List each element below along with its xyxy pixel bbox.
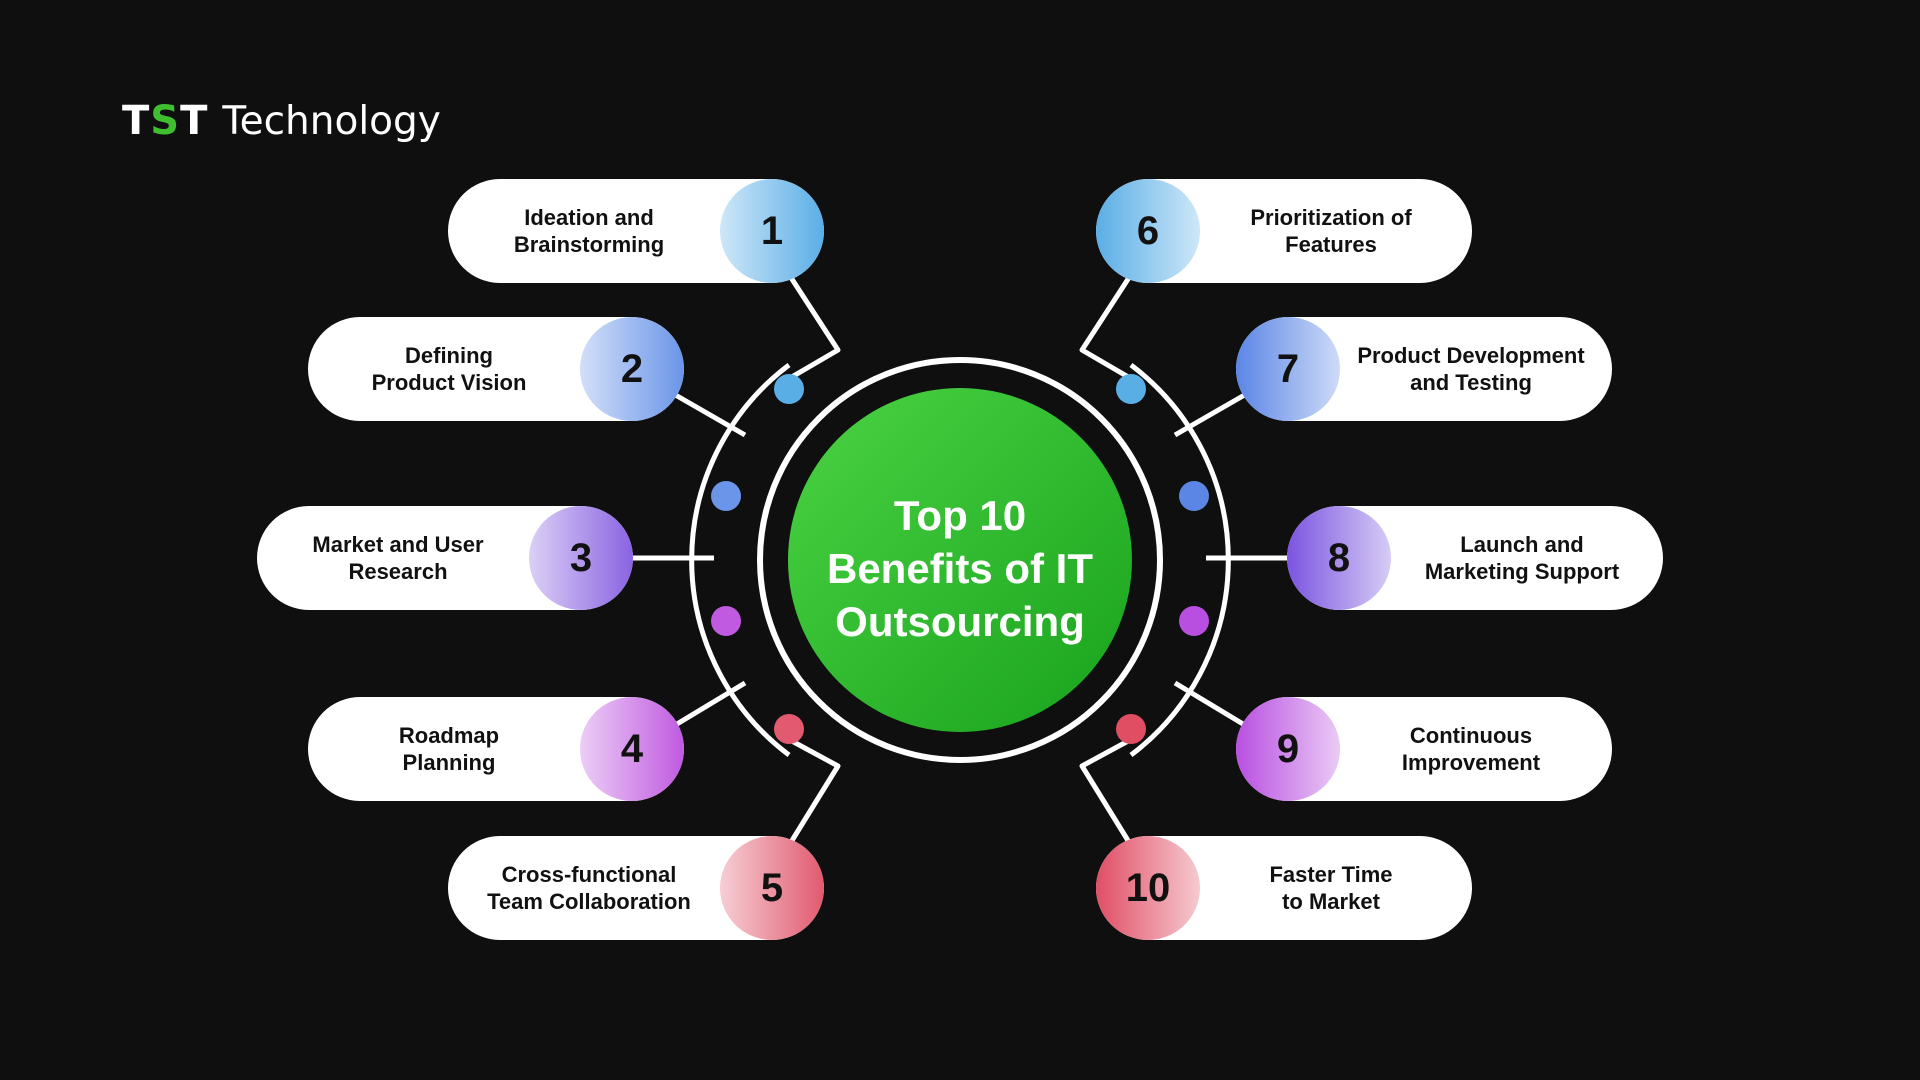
connector-9 bbox=[1173, 680, 1250, 730]
benefit-number-badge: 8 bbox=[1287, 506, 1391, 610]
logo-text: Technology bbox=[222, 98, 441, 144]
benefit-number-badge: 4 bbox=[580, 697, 684, 801]
benefit-label: Ideation and Brainstorming bbox=[458, 179, 720, 283]
benefit-item-6: 6 Prioritization of Features bbox=[1096, 179, 1472, 283]
benefit-number-badge: 3 bbox=[529, 506, 633, 610]
benefit-item-3: Market and User Research 3 bbox=[257, 506, 633, 610]
benefit-label-line: Product Development bbox=[1357, 343, 1585, 368]
center-title: Top 10 Benefits of IT Outsourcing bbox=[790, 478, 1130, 658]
benefit-label-line: Marketing Support bbox=[1424, 559, 1620, 584]
benefit-item-7: 7 Product Development and Testing bbox=[1236, 317, 1612, 421]
connector-2 bbox=[670, 390, 747, 438]
benefit-item-2: Defining Product Vision 2 bbox=[308, 317, 684, 421]
connector-dot bbox=[711, 606, 741, 636]
connector-dot bbox=[1179, 481, 1209, 511]
company-logo: T S T Technology bbox=[122, 96, 441, 146]
benefit-label-line: Brainstorming bbox=[513, 232, 665, 257]
center-circle bbox=[788, 388, 1132, 732]
connector-dot bbox=[1116, 374, 1146, 404]
connector-4 bbox=[670, 680, 747, 730]
connector-7 bbox=[1173, 390, 1250, 438]
connector-10 bbox=[1079, 737, 1135, 849]
benefit-label: Launch and Marketing Support bbox=[1391, 506, 1653, 610]
benefit-label: Cross-functional Team Collaboration bbox=[458, 836, 720, 940]
benefit-label-line: Planning bbox=[402, 750, 496, 775]
benefit-label-line: Roadmap bbox=[398, 723, 500, 748]
center-title-line: Outsourcing bbox=[835, 597, 1085, 645]
logo-mark-letter-accent: S bbox=[150, 98, 181, 144]
benefit-label-line: Cross-functional bbox=[501, 862, 677, 887]
benefit-label-line: Prioritization of bbox=[1250, 205, 1412, 230]
center-title-line: Top 10 bbox=[893, 491, 1027, 539]
outer-ring bbox=[757, 357, 1163, 763]
benefit-label: Market and User Research bbox=[267, 506, 529, 610]
benefit-item-9: 9 Continuous Improvement bbox=[1236, 697, 1612, 801]
benefit-label-line: Continuous bbox=[1409, 723, 1533, 748]
benefit-label-line: Defining bbox=[405, 343, 493, 368]
connector-dot bbox=[774, 714, 804, 744]
benefit-label: Faster Time to Market bbox=[1200, 836, 1462, 940]
benefit-label-line: Features bbox=[1285, 232, 1377, 257]
connector-arc bbox=[689, 363, 1231, 757]
benefit-label: Prioritization of Features bbox=[1200, 179, 1462, 283]
benefit-label-line: Product Vision bbox=[371, 370, 527, 395]
benefit-label: Roadmap Planning bbox=[318, 697, 580, 801]
benefit-label-line: Market and User bbox=[312, 532, 484, 557]
benefit-number-badge: 5 bbox=[720, 836, 824, 940]
benefit-item-1: Ideation and Brainstorming 1 bbox=[448, 179, 824, 283]
connector-dot bbox=[711, 481, 741, 511]
benefit-number-badge: 2 bbox=[580, 317, 684, 421]
connector-dot bbox=[1116, 714, 1146, 744]
benefit-label-line: Launch and bbox=[1460, 532, 1584, 557]
benefit-number-badge: 7 bbox=[1236, 317, 1340, 421]
benefit-label-line: Research bbox=[348, 559, 448, 584]
benefit-label-line: and Testing bbox=[1410, 370, 1532, 395]
benefit-label: Defining Product Vision bbox=[318, 317, 580, 421]
connector-dot bbox=[1179, 606, 1209, 636]
logo-mark-letter: T bbox=[180, 98, 209, 144]
connector-dot bbox=[774, 374, 804, 404]
benefit-item-10: 10 Faster Time to Market bbox=[1096, 836, 1472, 940]
connector-1 bbox=[785, 271, 841, 381]
benefit-item-4: Roadmap Planning 4 bbox=[308, 697, 684, 801]
benefit-label-line: Faster Time bbox=[1269, 862, 1393, 887]
benefit-label-line: Ideation and bbox=[524, 205, 654, 230]
benefit-number-badge: 10 bbox=[1096, 836, 1200, 940]
benefit-label: Continuous Improvement bbox=[1340, 697, 1602, 801]
benefit-label: Product Development and Testing bbox=[1340, 317, 1602, 421]
benefit-number-badge: 9 bbox=[1236, 697, 1340, 801]
benefit-item-8: 8 Launch and Marketing Support bbox=[1287, 506, 1663, 610]
logo-mark: T S T bbox=[122, 98, 208, 144]
benefit-label-line: Improvement bbox=[1401, 750, 1541, 775]
benefit-item-5: Cross-functional Team Collaboration 5 bbox=[448, 836, 824, 940]
benefit-label-line: to Market bbox=[1282, 889, 1380, 914]
benefit-number-badge: 6 bbox=[1096, 179, 1200, 283]
center-title-line: Benefits of IT bbox=[826, 544, 1093, 592]
logo-mark-letter: T bbox=[122, 98, 151, 144]
benefit-label-line: Team Collaboration bbox=[487, 889, 691, 914]
connector-6 bbox=[1079, 271, 1135, 381]
connector-5 bbox=[785, 737, 841, 849]
benefit-number-badge: 1 bbox=[720, 179, 824, 283]
